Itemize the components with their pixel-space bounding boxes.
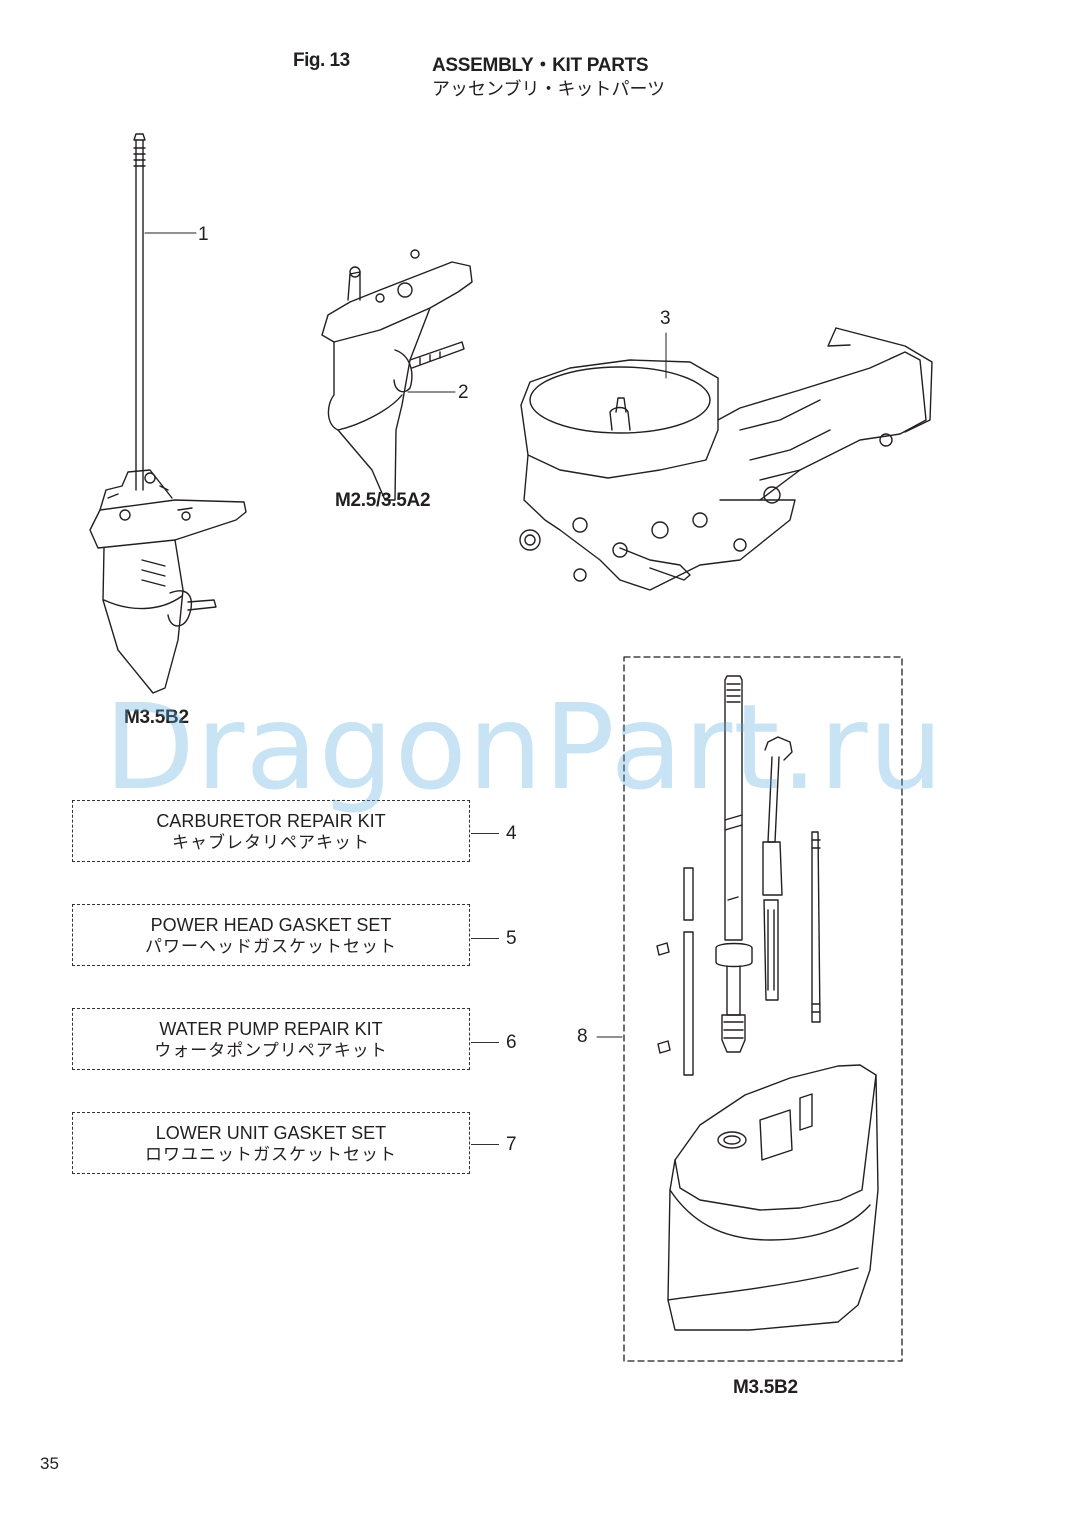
callout-6: 6	[506, 1032, 517, 1053]
callout-3: 3	[660, 308, 671, 329]
kit-name-en: LOWER UNIT GASKET SET	[155, 1123, 387, 1143]
kit-6-leader-line	[471, 1042, 499, 1043]
kit-5-leader-line	[471, 938, 499, 939]
model-label-drive-shaft-unit: M3.5B2	[124, 707, 189, 728]
page-title: ASSEMBLY・KIT PARTS	[432, 55, 649, 76]
callout-8: 8	[577, 1026, 588, 1047]
part-1-drive-shaft-lower-unit	[89, 133, 247, 694]
callout-4: 4	[506, 823, 517, 844]
part-8-set-components	[656, 675, 879, 1331]
callout-2: 2	[458, 382, 469, 403]
part-2-drive-shaft-housing	[321, 249, 473, 501]
kit-name-en: CARBURETOR REPAIR KIT	[156, 811, 386, 831]
kit-box-power-head-gasket: POWER HEAD GASKET SET パワーヘッドガスケットセット	[72, 904, 470, 966]
page-number: 35	[40, 1454, 59, 1473]
kit-name-jp: ロワユニットガスケットセット	[145, 1145, 397, 1165]
callout-7: 7	[506, 1134, 517, 1155]
kit-name-en: POWER HEAD GASKET SET	[150, 915, 392, 935]
watermark: DragonPart.ru	[104, 678, 945, 816]
model-label-set-8: M3.5B2	[733, 1377, 798, 1398]
callout-1: 1	[198, 224, 209, 245]
part-3-power-head-assembly	[519, 327, 933, 591]
set-8-dashed-box	[623, 656, 903, 1362]
kit-box-lower-unit-gasket: LOWER UNIT GASKET SET ロワユニットガスケットセット	[72, 1112, 470, 1174]
kit-box-carburetor-repair: CARBURETOR REPAIR KIT キャブレタリペアキット	[72, 800, 470, 862]
kit-name-jp: パワーヘッドガスケットセット	[145, 937, 397, 957]
kit-name-jp: キャブレタリペアキット	[172, 833, 370, 853]
model-label-drive-shaft-housing: M2.5/3.5A2	[335, 490, 431, 511]
kit-name-jp: ウォータポンプリペアキット	[154, 1041, 388, 1061]
kit-4-leader-line	[471, 833, 499, 834]
kit-name-en: WATER PUMP REPAIR KIT	[159, 1019, 383, 1039]
callout-5: 5	[506, 928, 517, 949]
kit-7-leader-line	[471, 1144, 499, 1145]
kit-box-water-pump-repair: WATER PUMP REPAIR KIT ウォータポンプリペアキット	[72, 1008, 470, 1070]
page-title-japanese: アッセンブリ・キットパーツ	[432, 79, 666, 100]
figure-number: Fig. 13	[293, 50, 350, 71]
